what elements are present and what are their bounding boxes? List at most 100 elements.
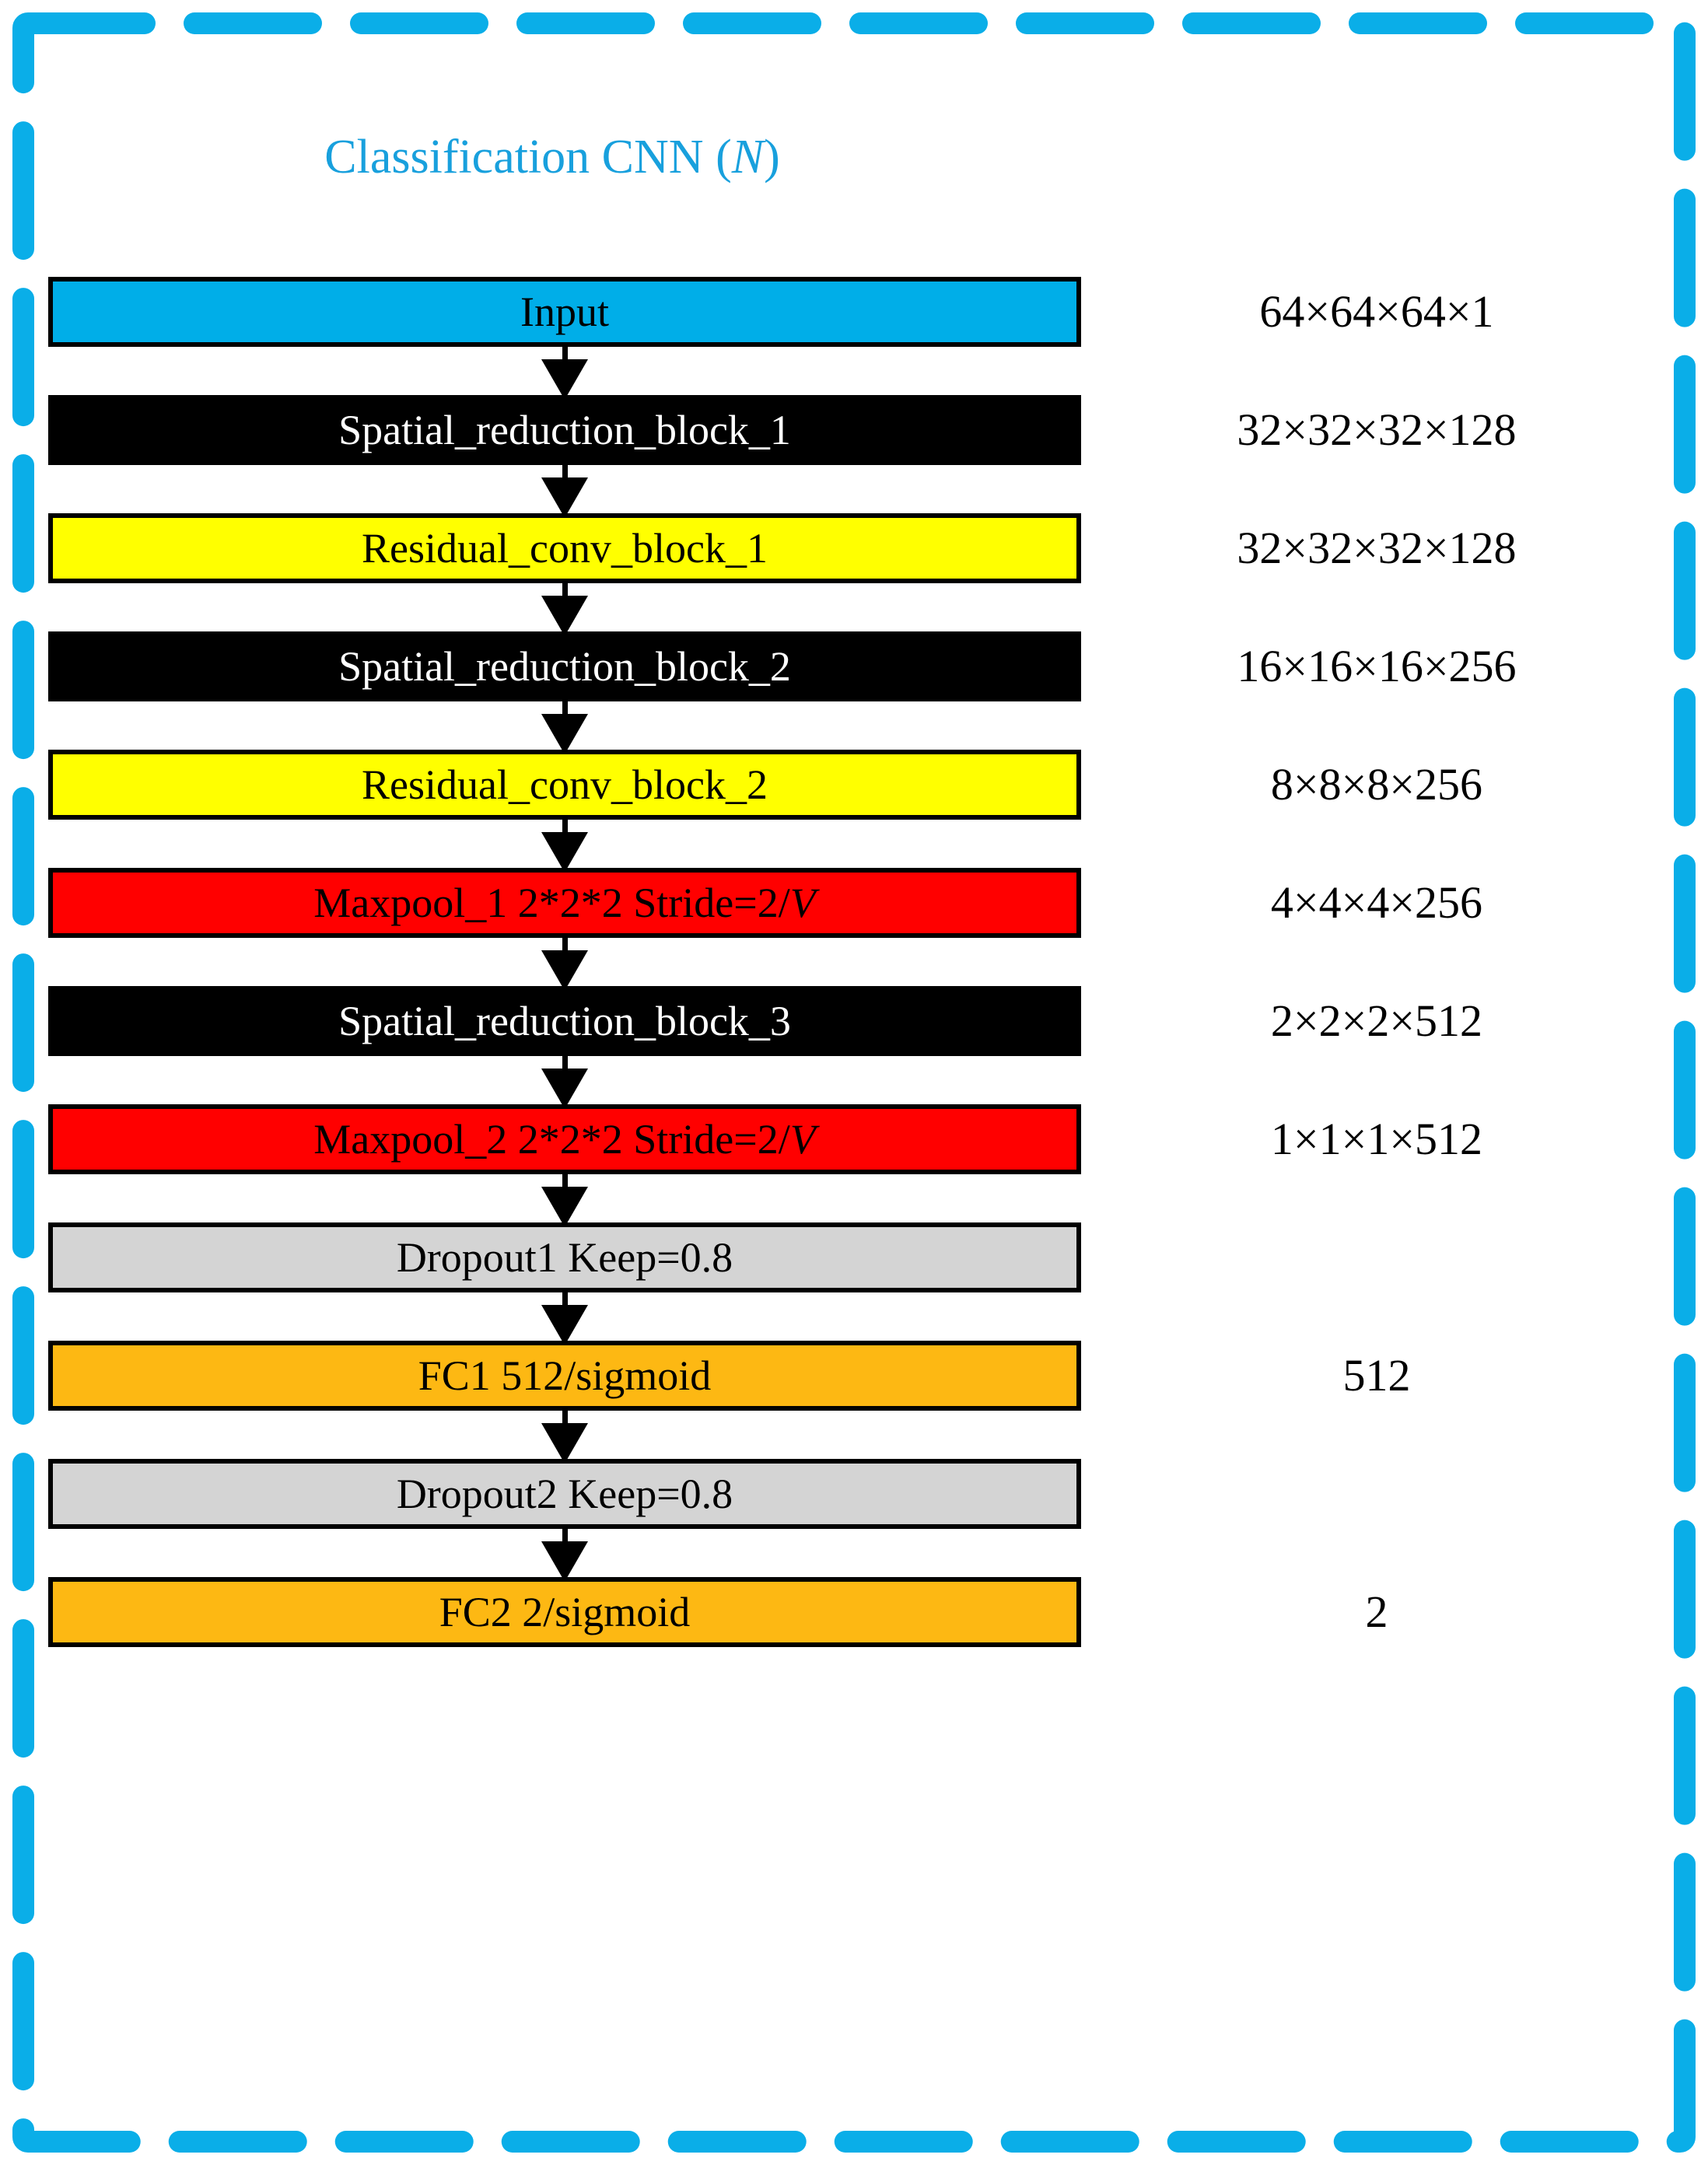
flow-arrow — [48, 1174, 1081, 1227]
arrow-head-icon — [541, 1541, 588, 1582]
page-title: Classification CNN (N) — [0, 131, 1104, 184]
arrow-head-icon — [541, 1069, 588, 1109]
layer-row: Dropout2 Keep=0.8 — [48, 1459, 1081, 1529]
title-prefix: Classification CNN ( — [324, 131, 732, 184]
output-shape-label: 8×8×8×256 — [1270, 759, 1483, 810]
layer-box[interactable]: Spatial_reduction_block_3 — [48, 986, 1081, 1056]
output-shape-spacer — [1104, 1292, 1649, 1341]
layer-box[interactable]: Spatial_reduction_block_2 — [48, 631, 1081, 701]
title-italic-n: N — [731, 131, 765, 184]
layer-label: Spatial_reduction_block_1 — [338, 407, 791, 453]
flow-arrow — [48, 820, 1081, 873]
arrow-stem — [562, 1411, 568, 1428]
output-shape-label: 1×1×1×512 — [1270, 1114, 1483, 1164]
output-shape-label: 2 — [1365, 1586, 1388, 1637]
flow-arrow — [48, 583, 1081, 636]
output-shape-label: 4×4×4×256 — [1270, 877, 1483, 928]
output-shape-spacer — [1104, 465, 1649, 513]
arrow-head-icon — [541, 1187, 588, 1227]
layer-label: Maxpool_1 2*2*2 Stride=2/ — [313, 880, 790, 926]
arrow-stem — [562, 347, 568, 364]
layer-box[interactable]: FC2 2/sigmoid — [48, 1577, 1081, 1647]
layer-label-italic: V — [789, 1116, 816, 1163]
title-suffix: ) — [764, 131, 780, 184]
flow-arrow — [48, 701, 1081, 754]
layer-row: Input — [48, 277, 1081, 347]
output-shape-spacer — [1104, 583, 1649, 631]
arrow-stem — [562, 1529, 568, 1546]
layer-row: Spatial_reduction_block_2 — [48, 631, 1081, 701]
layer-box[interactable]: Residual_conv_block_2 — [48, 750, 1081, 820]
layer-box[interactable]: Input — [48, 277, 1081, 347]
layer-row: Residual_conv_block_1 — [48, 513, 1081, 583]
layer-row: Dropout1 Keep=0.8 — [48, 1222, 1081, 1292]
layer-box[interactable]: Maxpool_1 2*2*2 Stride=2/V — [48, 868, 1081, 938]
layer-label: FC1 512/sigmoid — [418, 1352, 712, 1399]
layer-box[interactable]: Maxpool_2 2*2*2 Stride=2/V — [48, 1104, 1081, 1174]
arrow-head-icon — [541, 950, 588, 991]
arrow-head-icon — [541, 596, 588, 636]
arrow-stem — [562, 1292, 568, 1310]
layer-label: Input — [520, 289, 609, 335]
output-shape-spacer — [1104, 1411, 1649, 1459]
flow-arrow — [48, 1411, 1081, 1464]
layer-box[interactable]: Residual_conv_block_1 — [48, 513, 1081, 583]
output-shape-spacer — [1104, 347, 1649, 395]
layer-row: Spatial_reduction_block_3 — [48, 986, 1081, 1056]
flow-arrow — [48, 1292, 1081, 1345]
layer-row: Residual_conv_block_2 — [48, 750, 1081, 820]
layer-box[interactable]: Spatial_reduction_block_1 — [48, 395, 1081, 465]
arrow-head-icon — [541, 477, 588, 518]
output-shape-label: 32×32×32×128 — [1237, 404, 1517, 455]
layer-label: FC2 2/sigmoid — [439, 1589, 691, 1635]
layer-label: Maxpool_2 2*2*2 Stride=2/ — [313, 1116, 790, 1163]
output-shape-spacer — [1104, 820, 1649, 868]
layer-row: Maxpool_1 2*2*2 Stride=2/V — [48, 868, 1081, 938]
output-shape-spacer — [1104, 938, 1649, 986]
arrow-head-icon — [541, 714, 588, 754]
layer-row: Maxpool_2 2*2*2 Stride=2/V — [48, 1104, 1081, 1174]
arrow-stem — [562, 465, 568, 482]
output-shape-label — [1104, 1459, 1649, 1529]
layer-box[interactable]: Dropout2 Keep=0.8 — [48, 1459, 1081, 1529]
layer-row: FC1 512/sigmoid — [48, 1341, 1081, 1411]
layer-row: Spatial_reduction_block_1 — [48, 395, 1081, 465]
output-shape-spacer — [1104, 1529, 1649, 1577]
output-shape-label: 32×32×32×128 — [1237, 523, 1517, 573]
output-shape-spacer — [1104, 1056, 1649, 1104]
layer-label: Residual_conv_block_1 — [362, 525, 768, 572]
flow-arrow — [48, 465, 1081, 518]
flow-arrow — [48, 938, 1081, 991]
output-shape-label: 64×64×64×1 — [1259, 286, 1494, 337]
output-shape-label: 512 — [1342, 1350, 1411, 1401]
flow-arrow — [48, 347, 1081, 400]
arrow-head-icon — [541, 1423, 588, 1464]
layer-label-italic: V — [789, 880, 816, 926]
layer-row: FC2 2/sigmoid — [48, 1577, 1081, 1647]
layer-label: Dropout1 Keep=0.8 — [396, 1234, 733, 1281]
layer-box[interactable]: FC1 512/sigmoid — [48, 1341, 1081, 1411]
output-shape-label: 16×16×16×256 — [1237, 641, 1517, 691]
output-shape-spacer — [1104, 1174, 1649, 1222]
arrow-head-icon — [541, 1305, 588, 1345]
arrow-stem — [562, 1056, 568, 1073]
arrow-stem — [562, 820, 568, 837]
arrow-head-icon — [541, 359, 588, 400]
output-shape-spacer — [1104, 701, 1649, 750]
layer-label: Spatial_reduction_block_3 — [338, 998, 791, 1044]
output-shape-column: 64×64×64×1 32×32×32×128 32×32×32×128 16×16×… — [1104, 277, 1649, 1647]
layer-label: Dropout2 Keep=0.8 — [396, 1471, 733, 1517]
layer-box[interactable]: Dropout1 Keep=0.8 — [48, 1222, 1081, 1292]
arrow-stem — [562, 938, 568, 955]
arrow-stem — [562, 1174, 568, 1191]
arrow-head-icon — [541, 832, 588, 873]
arrow-stem — [562, 701, 568, 719]
output-shape-label: 2×2×2×512 — [1270, 995, 1483, 1046]
arrow-stem — [562, 583, 568, 600]
layer-label: Spatial_reduction_block_2 — [338, 643, 791, 690]
flow-arrow — [48, 1529, 1081, 1582]
layer-label: Residual_conv_block_2 — [362, 761, 768, 808]
output-shape-label — [1104, 1222, 1649, 1292]
